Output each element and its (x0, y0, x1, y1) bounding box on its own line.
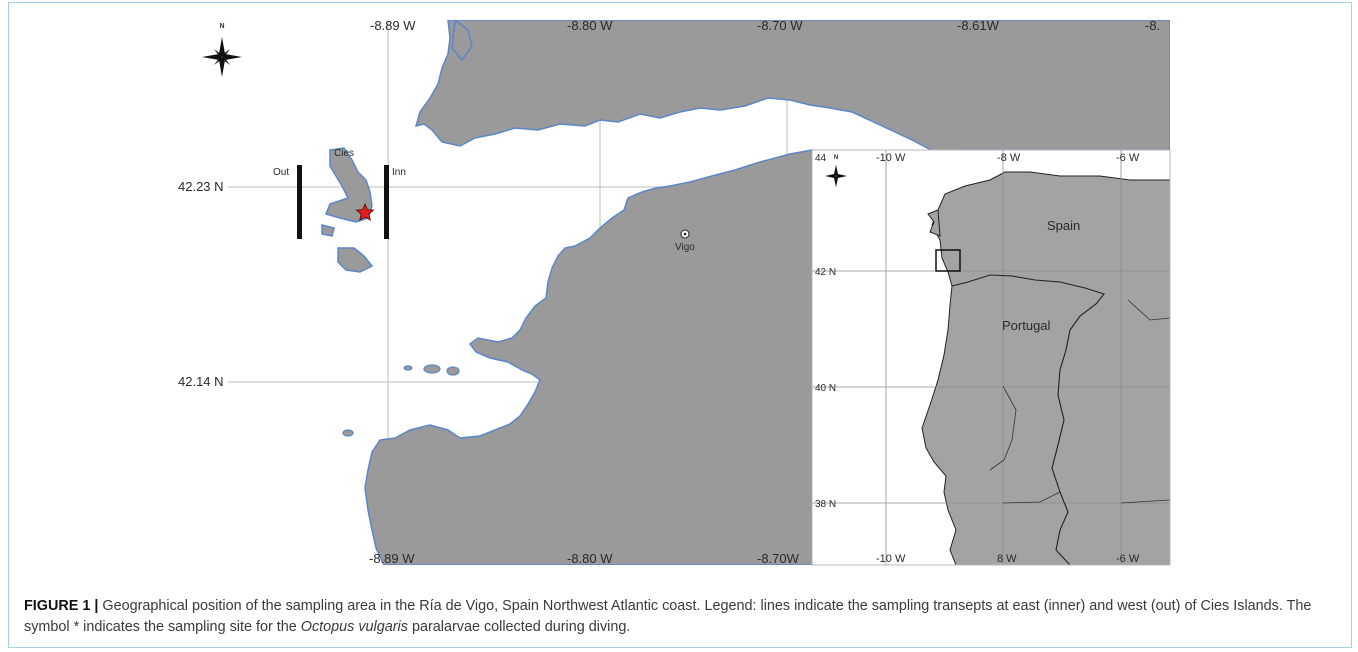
inset-map: N -10 W -8 W -6 W -10 W 8 W -6 W 44 42 N… (811, 149, 1171, 566)
lon-top-label-1: -8.89 W (370, 18, 416, 33)
inner-border-lines (989, 299, 1170, 504)
spain-portugal-border (951, 274, 1105, 565)
lon-bottom-label-2: -8.80 W (567, 551, 613, 566)
lon-bottom-label-3: -8.70W (757, 551, 800, 566)
lon-bottom-label-1: -8.89 W (369, 551, 415, 566)
inset-lon-bottom-3: -6 W (1116, 553, 1140, 565)
figure-label: FIGURE 1 | (24, 598, 99, 614)
inset-lat-3: 40 N (815, 383, 836, 394)
north-arrow-compass (202, 37, 242, 77)
figure-caption: FIGURE 1 | Geographical position of the … (24, 596, 1334, 638)
figure-map: N -8.89 W -8.80 W -8.70 W -8.61W -8. -8.… (178, 18, 1171, 566)
transect-inn-line (384, 165, 389, 239)
lat-label-2: 42.14 N (178, 374, 224, 389)
lon-top-label-5: -8. (1145, 18, 1160, 33)
iberia-land (921, 171, 1170, 565)
main-map-labels: -8.89 W -8.80 W -8.70 W -8.61W -8. -8.89… (178, 18, 1160, 566)
inset-lat-4: 38 N (815, 499, 836, 510)
lon-top-label-2: -8.80 W (567, 18, 613, 33)
inset-lon-top-1: -10 W (876, 152, 906, 164)
north-peninsula-land (414, 20, 1170, 153)
lat-label-1: 42.23 N (178, 179, 224, 194)
caption-species: Octopus vulgaris (300, 619, 408, 635)
inset-graticule (812, 150, 1170, 565)
vigo-marker (680, 229, 690, 239)
south-mainland-land (364, 149, 813, 565)
inset-north-label: N (834, 155, 838, 161)
north-label: N (219, 23, 224, 30)
spain-label: Spain (1047, 218, 1080, 233)
portugal-label: Portugal (1002, 318, 1051, 333)
galicia-coast-detail (927, 209, 941, 237)
transect-out-line (297, 165, 302, 239)
inset-lat-1: 44 (815, 153, 827, 164)
study-area-box (935, 249, 961, 272)
lon-top-label-3: -8.70 W (757, 18, 803, 33)
sampling-site-star (355, 202, 375, 221)
north-coast-inlet-land (451, 20, 473, 62)
cies-islands (321, 147, 374, 273)
inset-lon-top-2: -8 W (997, 152, 1021, 164)
caption-text: Geographical position of the sampling ar… (24, 598, 1312, 635)
inset-compass (825, 165, 847, 187)
vigo-label: Vigo (675, 242, 695, 253)
inset-lon-bottom-1: -10 W (876, 553, 906, 565)
inn-label: Inn (392, 167, 406, 178)
main-map (228, 20, 1170, 565)
inset-lat-2: 42 N (815, 267, 836, 278)
inset-lon-bottom-2: 8 W (997, 553, 1017, 565)
figure-frame (8, 2, 1352, 648)
cies-label: Cies (334, 148, 354, 159)
islets (342, 364, 460, 437)
out-label: Out (273, 167, 289, 178)
lon-top-label-4: -8.61W (957, 18, 1000, 33)
inset-lon-top-3: -6 W (1116, 152, 1140, 164)
caption-text-end: paralarvae collected during diving. (407, 619, 631, 635)
